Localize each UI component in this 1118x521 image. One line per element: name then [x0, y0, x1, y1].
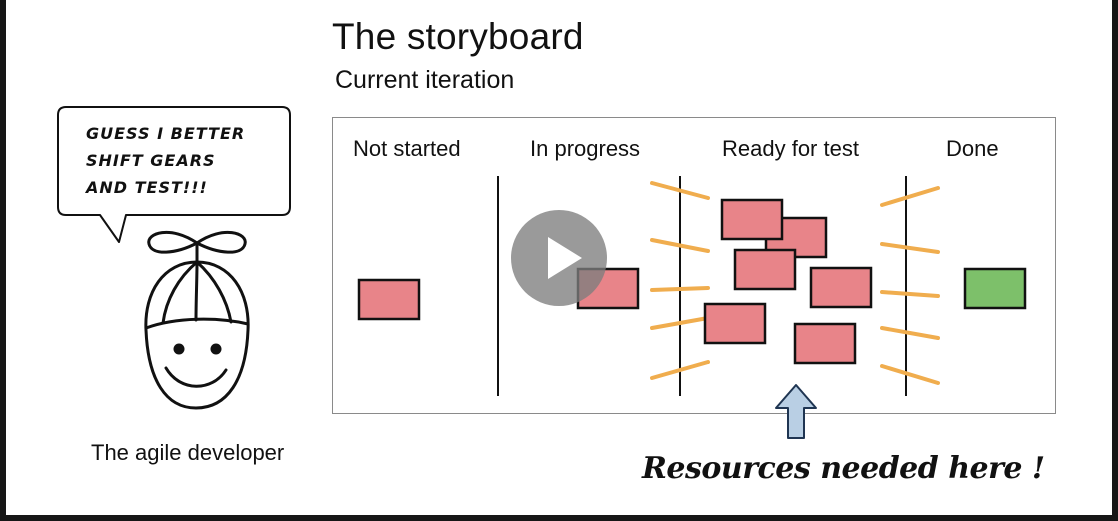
character-caption: The agile developer: [91, 440, 285, 465]
slide-subtitle: Current iteration: [335, 66, 515, 94]
storyboard-frame: [332, 117, 1056, 414]
column-header-done: Done: [946, 136, 999, 161]
board-drawing: [57, 106, 1027, 439]
bottleneck-marks-right: [880, 186, 940, 385]
card-ready: [703, 302, 767, 345]
handwritten-annotation: Resources needed here !: [642, 451, 1045, 486]
speech-line: and test!!!: [86, 178, 208, 197]
column-header-ready-for-test: Ready for test: [722, 136, 859, 161]
speech-line: Guess I better: [86, 124, 246, 143]
bottleneck-marks-left: [650, 181, 710, 380]
video-play-button[interactable]: [511, 210, 607, 306]
task-cards: [357, 198, 1027, 365]
card-ready: [733, 248, 797, 291]
card-ready: [809, 266, 873, 309]
slide-title: The storyboard: [332, 16, 584, 57]
developer-character-icon: [144, 230, 250, 410]
card-ready: [720, 198, 784, 241]
column-header-in-progress: In progress: [530, 136, 641, 161]
eye-icon: [210, 343, 222, 355]
up-arrow-icon: [775, 384, 817, 439]
speech-bubble-text: Guess I better shift gears and test!!!: [86, 120, 286, 201]
speech-bubble: [57, 106, 291, 243]
card-not-started: [357, 278, 421, 321]
column-header-not-started: Not started: [353, 136, 461, 161]
play-icon: [548, 237, 582, 279]
card-ready: [793, 322, 857, 365]
slide: The storyboard Current iteration Not sta…: [6, 0, 1112, 515]
eye-icon: [173, 343, 185, 355]
card-done: [963, 267, 1027, 310]
speech-line: shift gears: [86, 151, 216, 170]
